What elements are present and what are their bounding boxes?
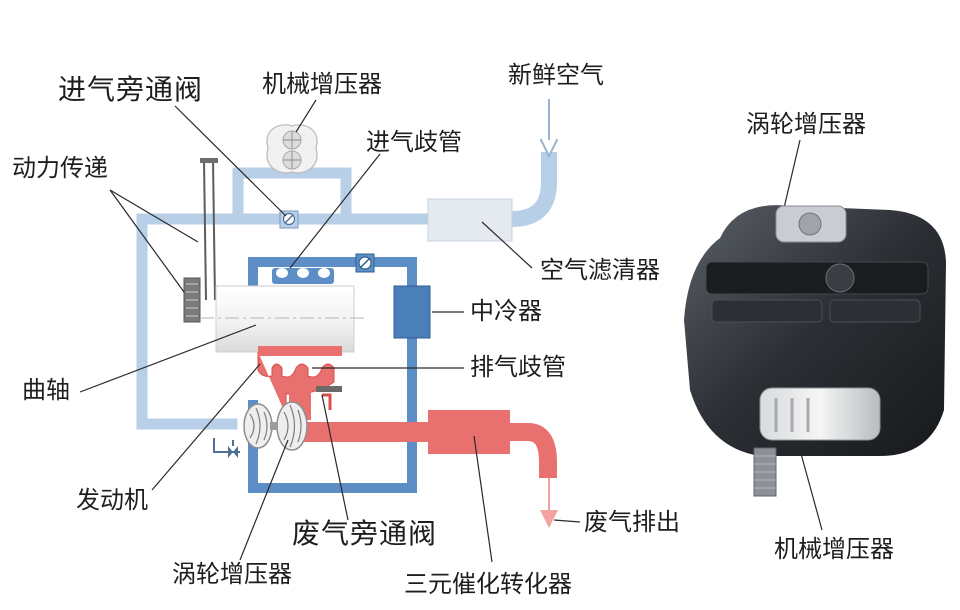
intake-outer-loop: [136, 213, 296, 430]
exhaust-out-arrow: [540, 510, 558, 528]
label-air-filter: 空气滤清器: [540, 256, 660, 284]
turbocharger-icon: [243, 401, 308, 451]
label-intake-bypass-valve: 进气旁通阀: [58, 73, 204, 106]
intercooler: [393, 285, 431, 339]
air-filter: [427, 198, 513, 242]
label-fresh-air: 新鲜空气: [508, 61, 604, 89]
belt-drive: [183, 158, 218, 323]
intake-pipe-network: [136, 99, 559, 430]
engine-block: [200, 285, 366, 353]
throttle-valve-icon: [355, 253, 375, 273]
label-catalytic-converter: 三元催化转化器: [404, 570, 572, 598]
photo-label-turbocharger: 涡轮增压器: [746, 110, 866, 138]
catalytic-converter: [428, 410, 510, 454]
leader-lines: [79, 99, 823, 563]
supercharger-loop: [232, 167, 352, 225]
label-intercooler: 中冷器: [470, 297, 542, 325]
label-exhaust-manifold: 排气歧管: [470, 353, 566, 381]
wastegate-actuator: [316, 386, 342, 392]
photo-supercharger: [759, 387, 881, 441]
photo-intake-plenum: [705, 261, 929, 295]
engine-photo: [684, 205, 946, 497]
exhaust-manifold-shape: [257, 352, 335, 415]
fresh-air-arrow-head: [539, 138, 559, 159]
label-exhaust-out: 废气排出: [584, 508, 680, 536]
label-intake-manifold: 进气歧管: [366, 128, 462, 156]
label-wastegate: 废气旁通阀: [292, 517, 438, 550]
photo-label-mechanical-supercharger: 机械增压器: [774, 535, 894, 563]
mechanical-supercharger-icon: [266, 124, 318, 174]
label-crankshaft: 曲轴: [22, 376, 70, 404]
boost-valve-icon: [213, 438, 240, 458]
label-turbocharger: 涡轮增压器: [172, 560, 292, 588]
label-engine: 发动机: [76, 486, 148, 514]
label-mechanical-supercharger: 机械增压器: [262, 70, 382, 98]
fresh-air-duct: [503, 152, 557, 228]
label-power-transmission: 动力传递: [12, 154, 108, 182]
